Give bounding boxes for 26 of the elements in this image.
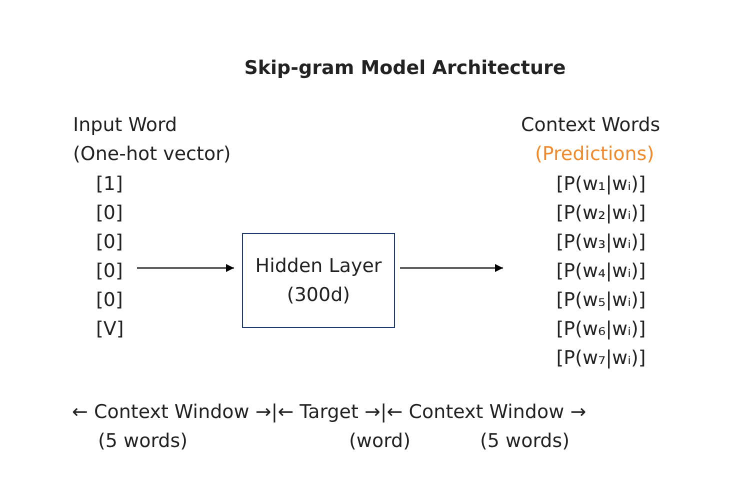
box-label: Hidden Layer (300d) bbox=[254, 254, 383, 308]
target-note: (word) bbox=[349, 429, 411, 453]
column-heading: Context Words bbox=[521, 113, 660, 137]
vector-entry: [V] bbox=[96, 317, 125, 342]
probability-entry: [P(w₃|wᵢ)] bbox=[555, 230, 647, 255]
arrow bbox=[137, 264, 234, 272]
vector-entry: [0] bbox=[96, 259, 124, 284]
column-subheading: (One-hot vector) bbox=[73, 142, 231, 166]
hidden-layer-box bbox=[242, 233, 395, 328]
column-subheading: (Predictions) bbox=[535, 142, 654, 166]
probability-entry: [P(w₅|wᵢ)] bbox=[555, 288, 647, 313]
probability-entry: [P(w₁|wᵢ)] bbox=[555, 172, 647, 197]
window-legend-line: ← Context Window →|← Target →|← Context Window → bbox=[72, 400, 586, 424]
arrow bbox=[400, 264, 503, 272]
probability-entry: [P(w₇|wᵢ)] bbox=[555, 346, 647, 371]
vector-entry: [0] bbox=[96, 288, 124, 313]
diagram-title: Skip-gram Model Architecture bbox=[243, 56, 567, 80]
window-size-note: (5 words) bbox=[480, 429, 570, 453]
window-size-note: (5 words) bbox=[98, 429, 188, 453]
vector-entry: [0] bbox=[96, 201, 124, 226]
vector-entry: [1] bbox=[96, 172, 124, 197]
column-heading: Input Word bbox=[73, 113, 178, 137]
probability-entry: [P(w₆|wᵢ)] bbox=[555, 317, 647, 342]
vector-entry: [0] bbox=[96, 230, 124, 255]
probability-entry: [P(w₄|wᵢ)] bbox=[555, 259, 647, 284]
probability-entry: [P(w₂|wᵢ)] bbox=[555, 201, 647, 226]
